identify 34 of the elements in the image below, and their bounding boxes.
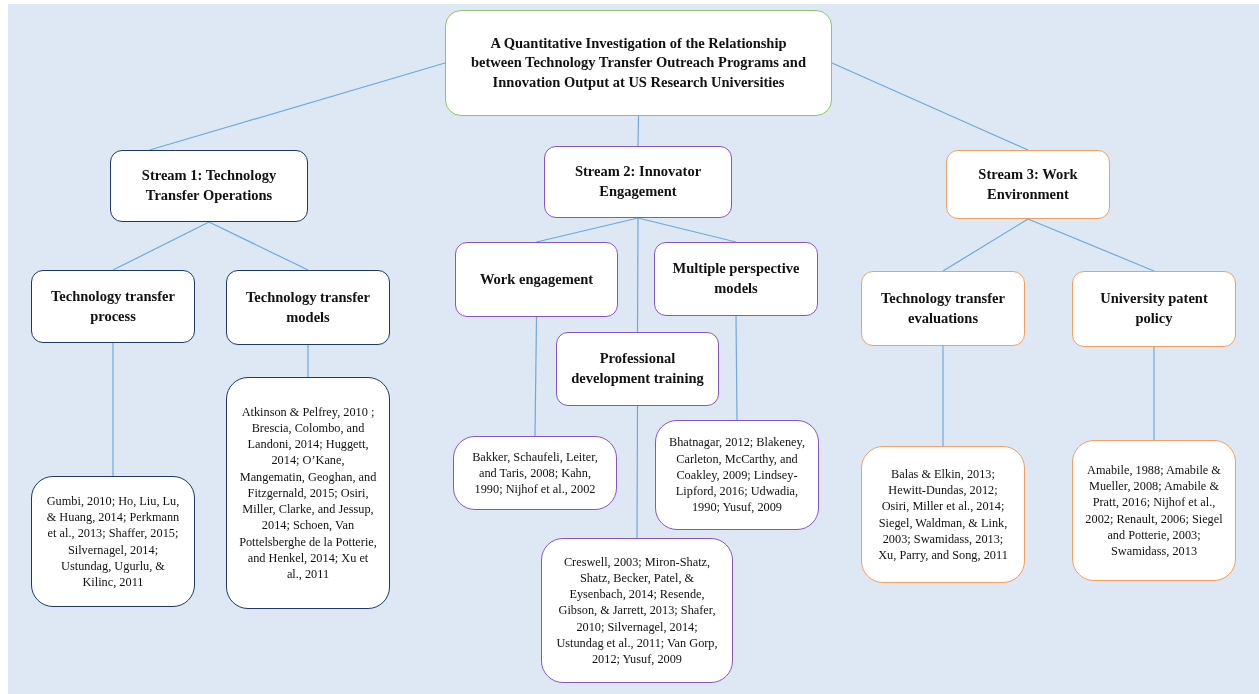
reference-box: Atkinson & Pelfrey, 2010 ; Brescia, Colombo, and Landoni, 2014; Huggett, 2014; O’Kane, Mangematin, Geoghan, and Fitzgernald, 2015; Osiri, Miller, Clarke, and Jessup, 2014; Schoen, Van Pottelsberghe de la Potterie, and Henkel, 2014; Xu et al., 2011 [226,377,390,609]
topic-box: Professional development training [556,332,719,406]
connector-line [636,405,639,539]
connector-line [637,217,737,243]
reference-box: Bhatnagar, 2012; Blakeney, Carleton, McCarthy, and Coakley, 2009; Lindsey-Lipford, 2016; Udwadia, 1990; Yusuf, 2009 [655,420,819,530]
reference-box: Balas & Elkin, 2013; Hewitt-Dundas, 2012; Osiri, Miller et al., 2014; Siegel, Waldman, & Link, 2003; Swamidass, 2013; Xu, Parry, and Song, 2011 [861,446,1025,583]
connector-line [534,316,538,437]
topic-box: Stream 2: Innovator Engagement [544,146,732,218]
topic-box: Work engagement [455,242,618,317]
connector-line [735,315,738,421]
connector-line [149,62,446,151]
connector-line [831,62,1029,151]
connector-line [112,221,210,271]
topic-box: Technology transfer models [226,270,390,345]
reference-box: Creswell, 2003; Miron-Shatz, Shatz, Becker, Patel, & Eysenbach, 2014; Resende, Gibson, & Jarrett, 2013; Shafer, 2010; Silvernagel, 2014; Ustundag et al., 2011; Van Gorp, 2012; Yusuf, 2009 [541,538,733,683]
connector-line [942,218,1029,272]
connector-line [208,221,309,271]
reference-box: Amabile, 1988; Amabile & Mueller, 2008; Amabile & Pratt, 2016; Nijhof et al., 2002; Renault, 2006; Siegel and Potterie, 2003; Swamidass, 2013 [1072,440,1236,581]
connector-line [307,344,309,378]
topic-box: Multiple perspective models [654,242,818,316]
connector-line [942,345,944,447]
connector-line [1027,218,1155,272]
connector-line [112,342,114,477]
connector-line [1153,346,1155,441]
topic-box: Technology transfer evaluations [861,271,1025,346]
reference-box: Bakker, Schaufeli, Leiter, and Taris, 2008; Kahn, 1990; Nijhof et al., 2002 [453,436,617,510]
topic-box: University patent policy [1072,271,1236,347]
topic-box: Technology transfer process [31,270,195,343]
connector-line [637,115,640,147]
topic-box: Stream 3: Work Environment [946,150,1110,219]
connector-line [636,217,639,333]
topic-box: Stream 1: Technology Transfer Operations [110,150,308,222]
reference-box: Gumbi, 2010; Ho, Liu, Lu, & Huang, 2014; Perkmann et al., 2013; Shaffer, 2015; Silvernagel, 2014; Ustundag, Ugurlu, & Kilinc, 2011 [31,476,195,607]
title-box: A Quantitative Investigation of the Relationship between Technology Transfer Outreach Programs and Innovation Output at US Research Universities [445,10,832,116]
